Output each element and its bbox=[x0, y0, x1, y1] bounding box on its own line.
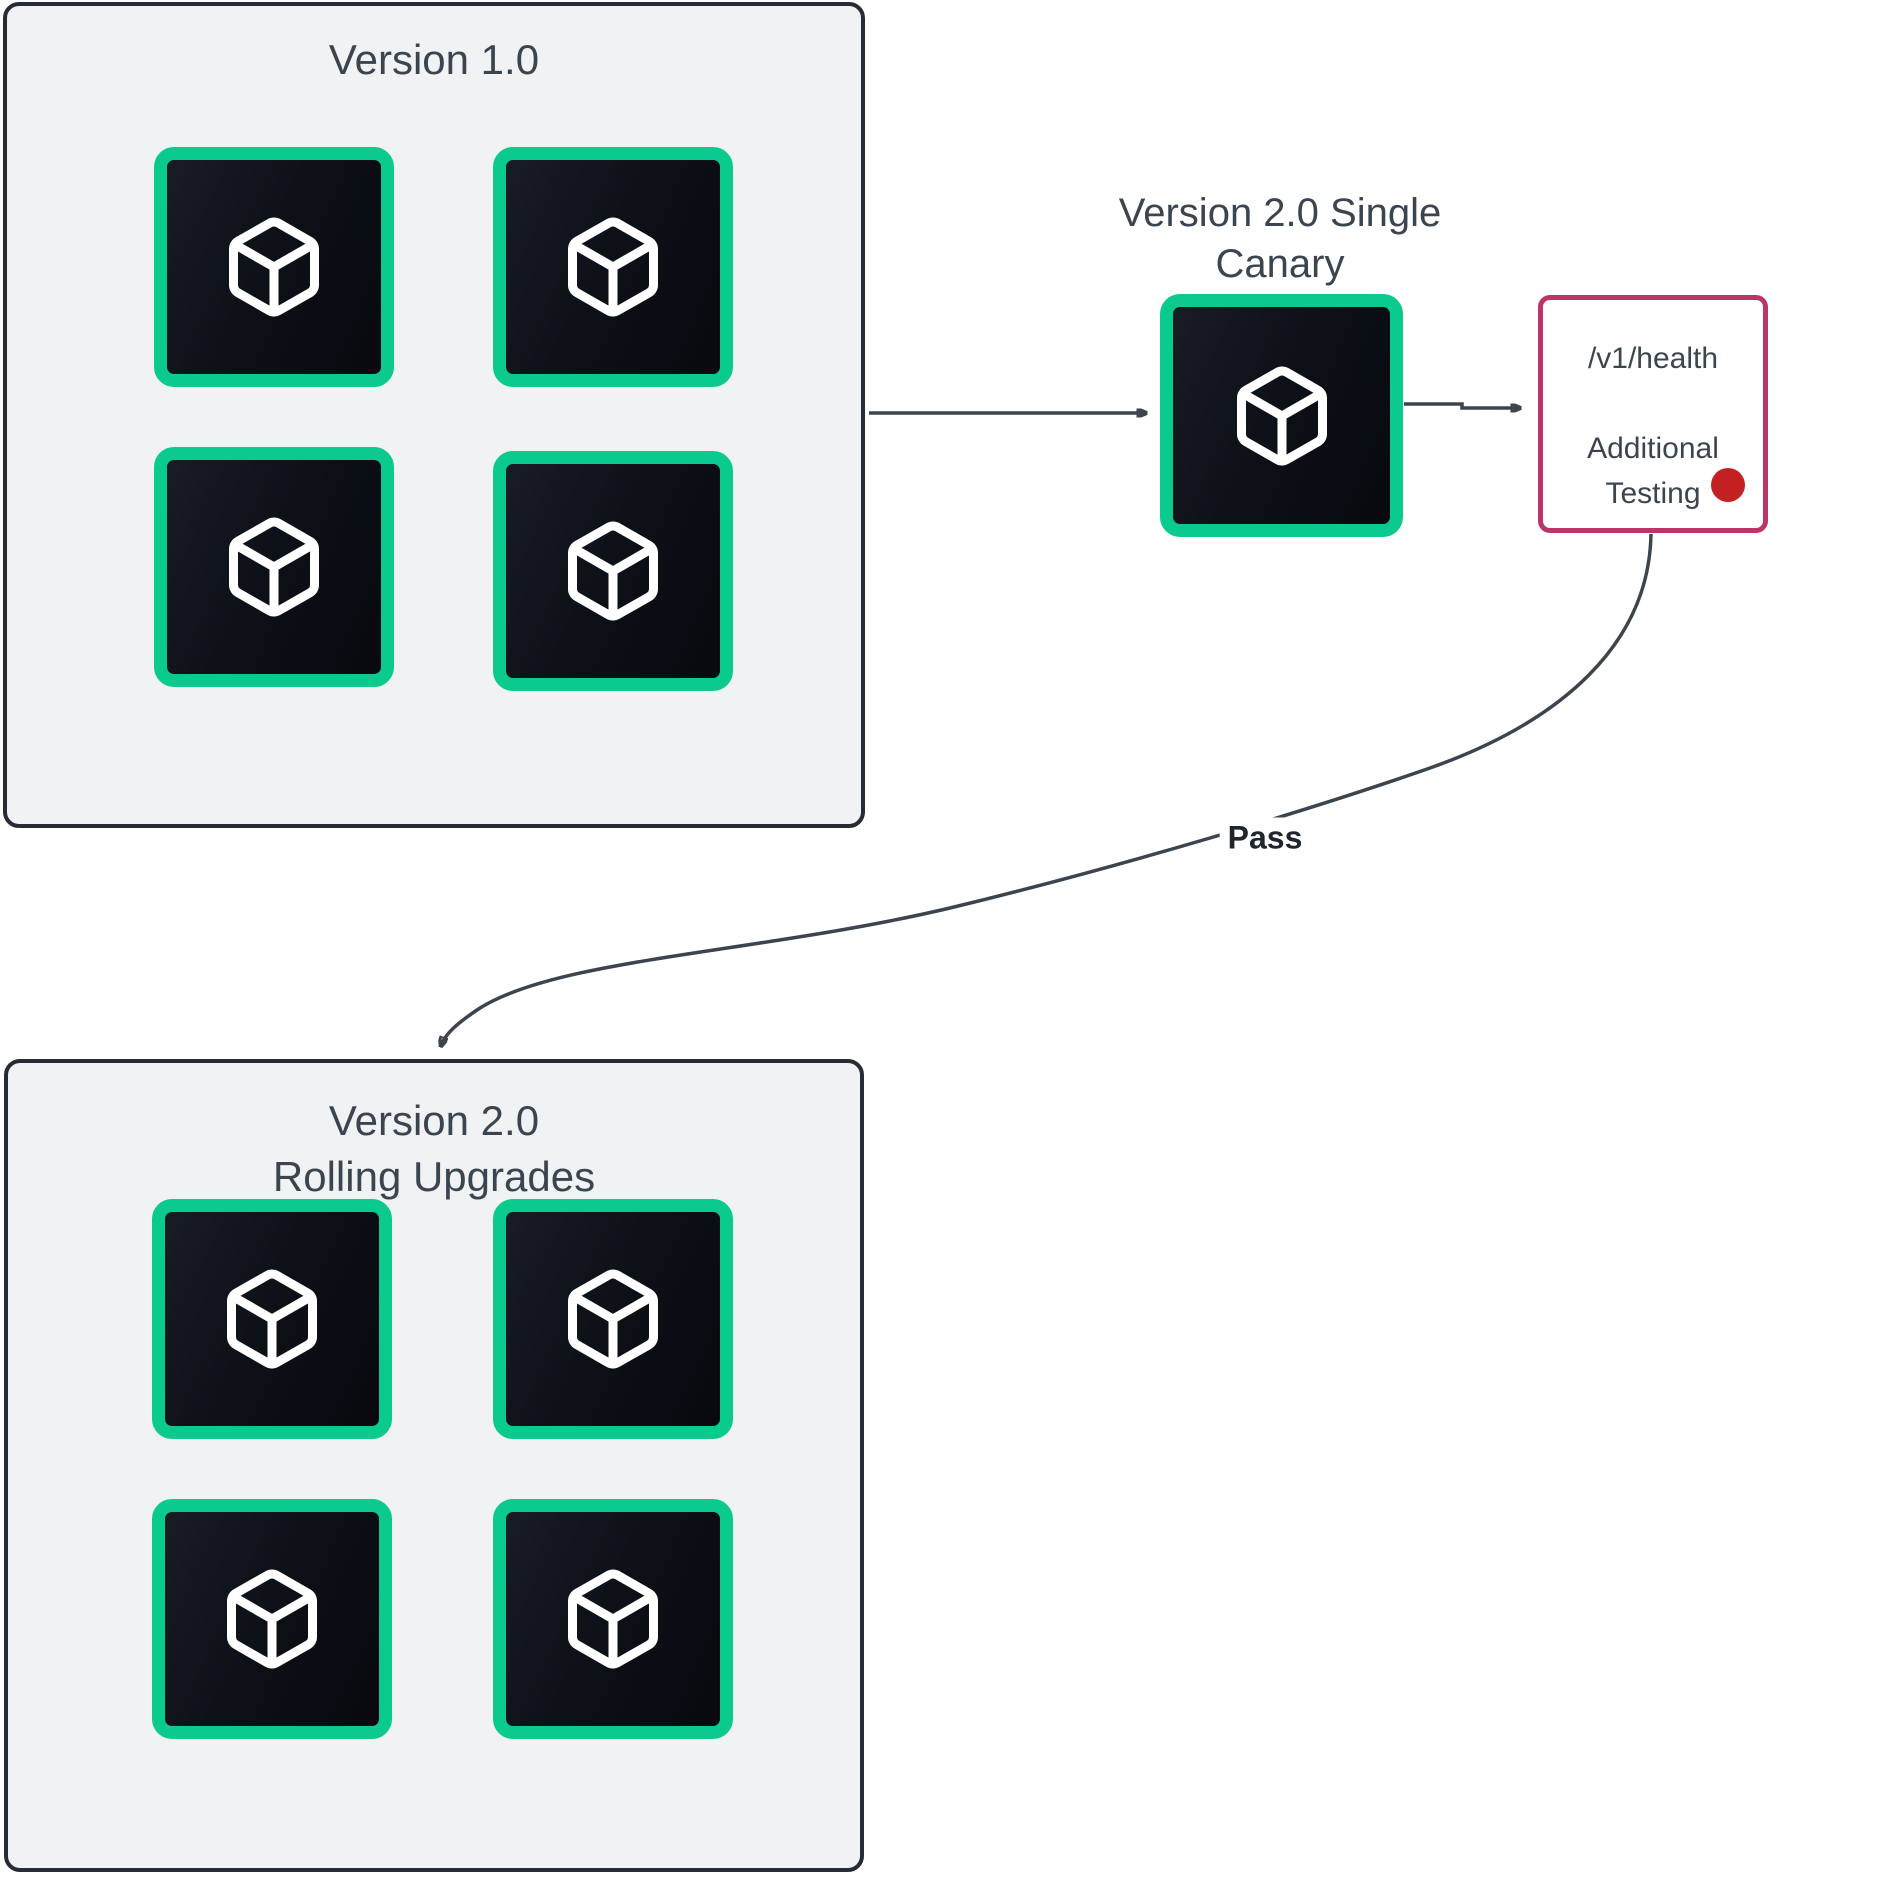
canary-title-line2: Canary bbox=[1215, 242, 1345, 286]
service-instance-tile bbox=[493, 1199, 733, 1439]
additional-testing-label: Additional Testing bbox=[1587, 432, 1719, 510]
version-2-title-line2: Rolling Upgrades bbox=[272, 1153, 596, 1200]
cube-icon bbox=[218, 1561, 326, 1677]
cube-icon bbox=[220, 509, 328, 625]
cube-icon bbox=[218, 1261, 326, 1377]
canary-instance-tile bbox=[1160, 294, 1403, 537]
service-instance-tile bbox=[154, 147, 394, 387]
health-endpoint-label: /v1/health bbox=[1587, 342, 1719, 375]
canary-title-line1: Version 2.0 Single bbox=[1118, 191, 1442, 235]
service-instance-tile bbox=[493, 147, 733, 387]
cube-icon bbox=[559, 1561, 667, 1677]
pass-edge-label: Pass bbox=[1219, 817, 1311, 859]
service-instance-tile bbox=[152, 1499, 392, 1739]
version-2-title-line1: Version 2.0 bbox=[328, 1097, 540, 1144]
version-1-group: Version 1.0 bbox=[3, 2, 865, 828]
cube-icon bbox=[1228, 358, 1336, 474]
health-check-node: /v1/health Additional Testing bbox=[1538, 295, 1768, 533]
cube-icon bbox=[559, 513, 667, 629]
cube-icon bbox=[559, 1261, 667, 1377]
edge-canary-to-health bbox=[1404, 402, 1520, 408]
service-instance-tile bbox=[154, 447, 394, 687]
cube-icon bbox=[220, 209, 328, 325]
service-instance-tile bbox=[152, 1199, 392, 1439]
version-2-title: Version 2.0 Rolling Upgrades bbox=[8, 1093, 860, 1205]
red-status-dot-icon bbox=[1711, 468, 1745, 502]
cube-icon bbox=[559, 209, 667, 325]
service-instance-tile bbox=[493, 451, 733, 691]
canary-title: Version 2.0 Single Canary bbox=[1030, 188, 1530, 290]
service-instance-tile bbox=[493, 1499, 733, 1739]
version-2-group: Version 2.0 Rolling Upgrades bbox=[4, 1059, 864, 1872]
version-1-title: Version 1.0 bbox=[328, 36, 540, 83]
